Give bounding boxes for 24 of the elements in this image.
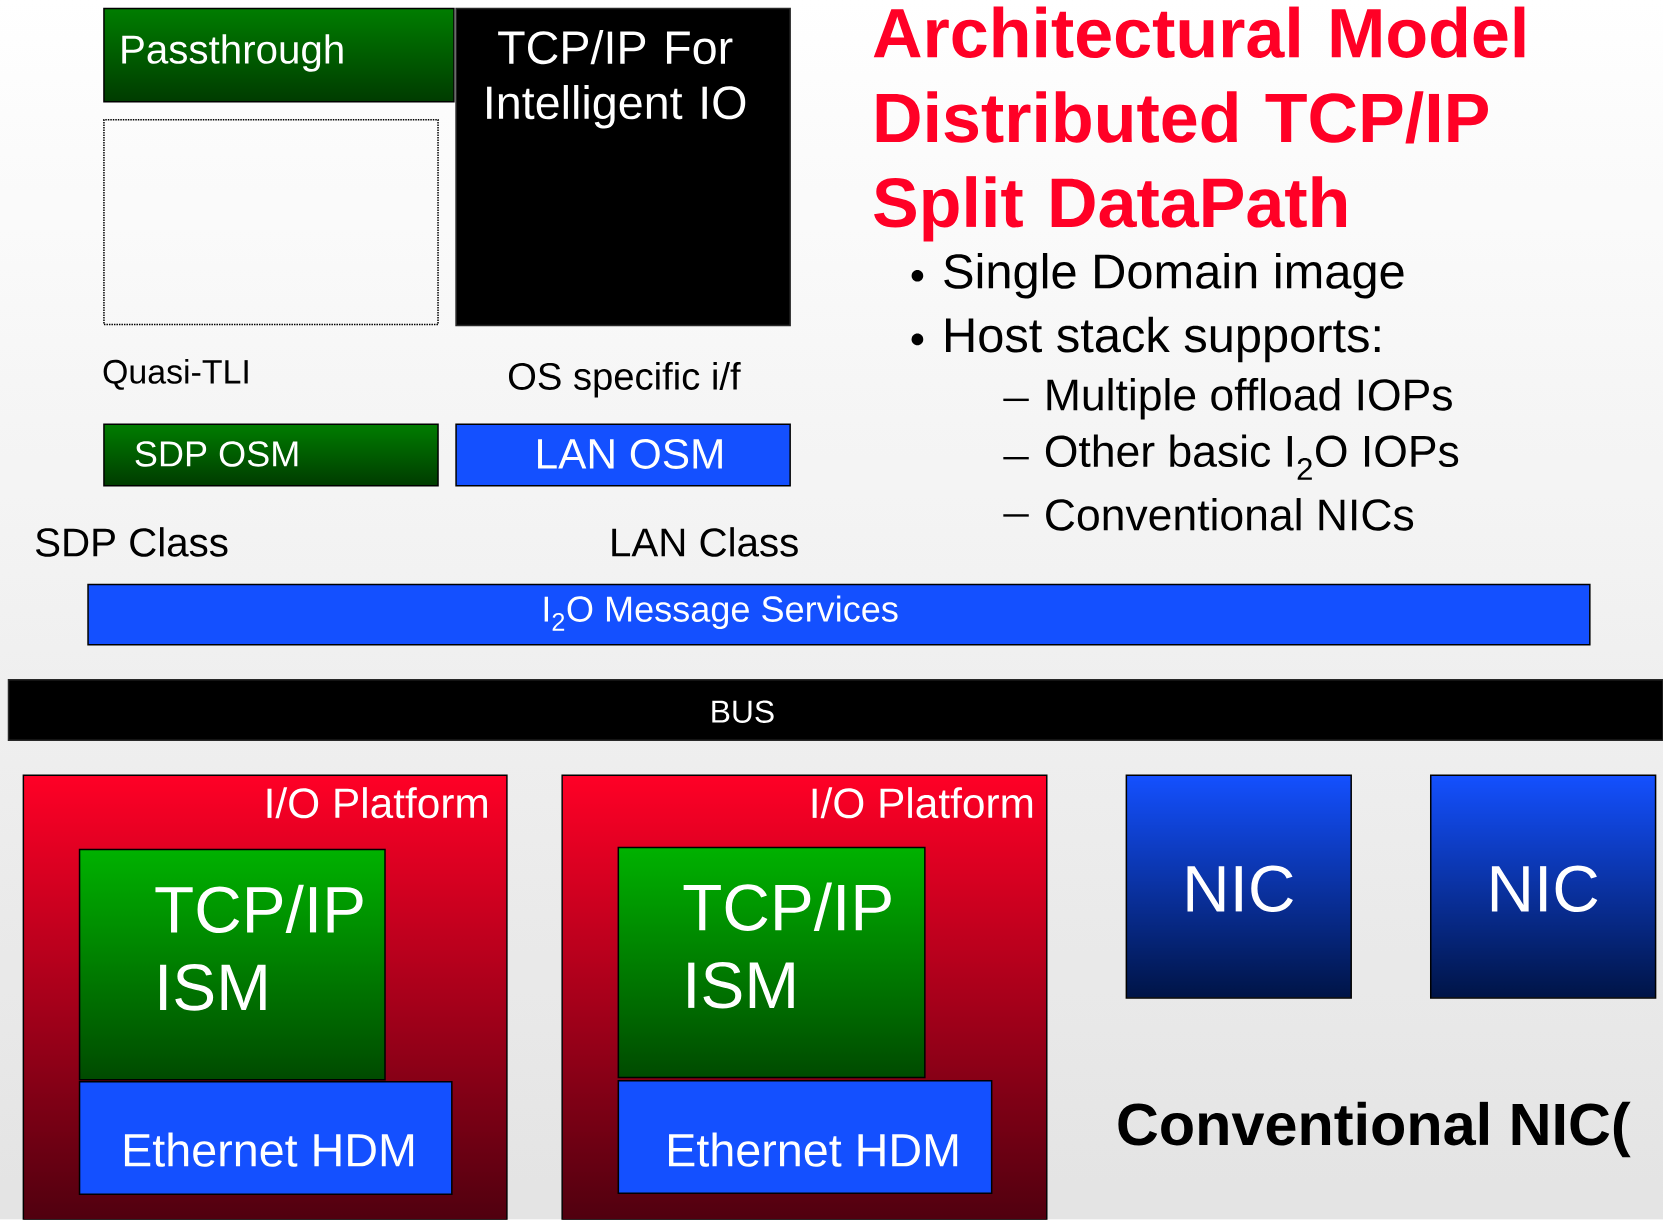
label-text: LAN Class bbox=[612, 527, 798, 557]
bullet-item: Multiple offload IOPs bbox=[1047, 378, 1452, 420]
hdm-box: Ethernet HDM bbox=[78, 1081, 453, 1196]
bullet-item: Other basic I$_{2}$O IOPs bbox=[1045, 434, 1459, 480]
nic-box: NIC bbox=[1430, 774, 1657, 999]
title: Architectural Model Distributed TCP/IP Split DataPath bbox=[873, 6, 1525, 242]
hdm-box: Ethernet HDM bbox=[617, 1080, 993, 1195]
bullet-item: Host stack supports: bbox=[946, 316, 1380, 363]
message-services-bar: I$_{2}$O Message Services bbox=[87, 583, 1591, 646]
passthrough-box: Passthrough bbox=[103, 7, 455, 103]
label-text: Quasi-TLI bbox=[103, 359, 248, 391]
ism-box: TCP/IP ISM bbox=[78, 848, 386, 1081]
bullet-item: Single Domain image bbox=[944, 253, 1404, 299]
label-text: SDP Class bbox=[36, 527, 228, 557]
bullet-item: Conventional NICs bbox=[1046, 498, 1414, 531]
ism-box: TCP/IP ISM bbox=[617, 846, 926, 1079]
bus-bar: BUS bbox=[7, 679, 1663, 742]
empty-box bbox=[103, 119, 439, 326]
module-box: LAN OSM bbox=[455, 423, 791, 487]
module-box: SDP OSM bbox=[103, 423, 439, 487]
nic-box: NIC bbox=[1125, 774, 1352, 999]
caption-text: Conventional NIC( bbox=[1118, 1102, 1631, 1158]
label-text: OS specific i/f bbox=[508, 362, 741, 398]
process-box: TCP/IP For Intelligent IO bbox=[455, 7, 791, 327]
